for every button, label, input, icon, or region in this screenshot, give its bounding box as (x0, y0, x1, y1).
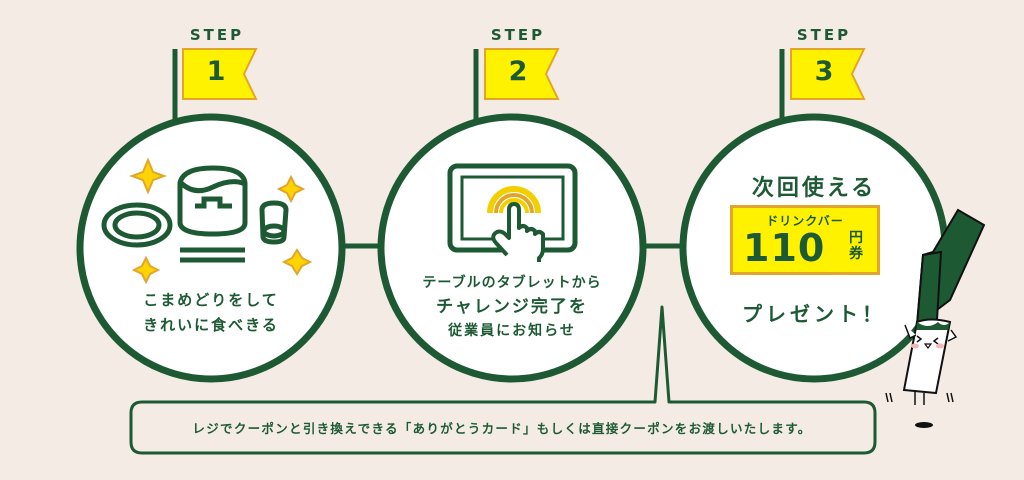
green-onion-mascot (885, 208, 986, 428)
step-2-line-2: チャレンジ完了を (436, 297, 588, 317)
coupon-subtitle: ドリンクバー (766, 214, 844, 228)
flag-3 (790, 48, 866, 100)
step-2-line-3: 従業員にお知らせ (448, 323, 576, 339)
step-1-line-1: こまめどりをして (143, 291, 279, 309)
flag-2 (484, 48, 560, 100)
step-2-number: 2 (508, 56, 528, 87)
tableware-icon (101, 165, 289, 263)
step-3-footer: プレゼント！ (742, 302, 886, 326)
step-2-description: テーブルのタブレットから チャレンジ完了を 従業員にお知らせ (402, 272, 622, 342)
step-3-label: STEP (796, 26, 852, 44)
flag-1 (182, 48, 258, 100)
tablet-tap-icon (447, 163, 578, 262)
coupon-unit-ticket: 券 (849, 246, 863, 262)
coupon-unit-yen: 円 (849, 230, 863, 246)
step-2-label: STEP (490, 26, 546, 44)
step-3-headline: 次回使える (751, 176, 877, 201)
coupon-unit: 円 券 (846, 230, 866, 262)
step-3-number: 3 (814, 56, 834, 87)
step-1-number: 1 (206, 56, 226, 87)
note-bubble (129, 305, 877, 455)
step-1-description: こまめどりをして きれいに食べきる (111, 288, 311, 338)
coupon-amount: 110 (743, 226, 826, 270)
note-text: レジでクーポンと引き換えできる「ありがとうカード」もしくは直接クーポンをお渡しい… (192, 421, 812, 436)
sparkle-icons (129, 157, 313, 285)
step-2-line-1: テーブルのタブレットから (422, 275, 602, 291)
step-1-line-2: きれいに食べきる (143, 316, 279, 334)
step-1-label: STEP (189, 26, 245, 44)
drink-bar-coupon: ドリンクバー 110 円 券 (730, 205, 880, 275)
